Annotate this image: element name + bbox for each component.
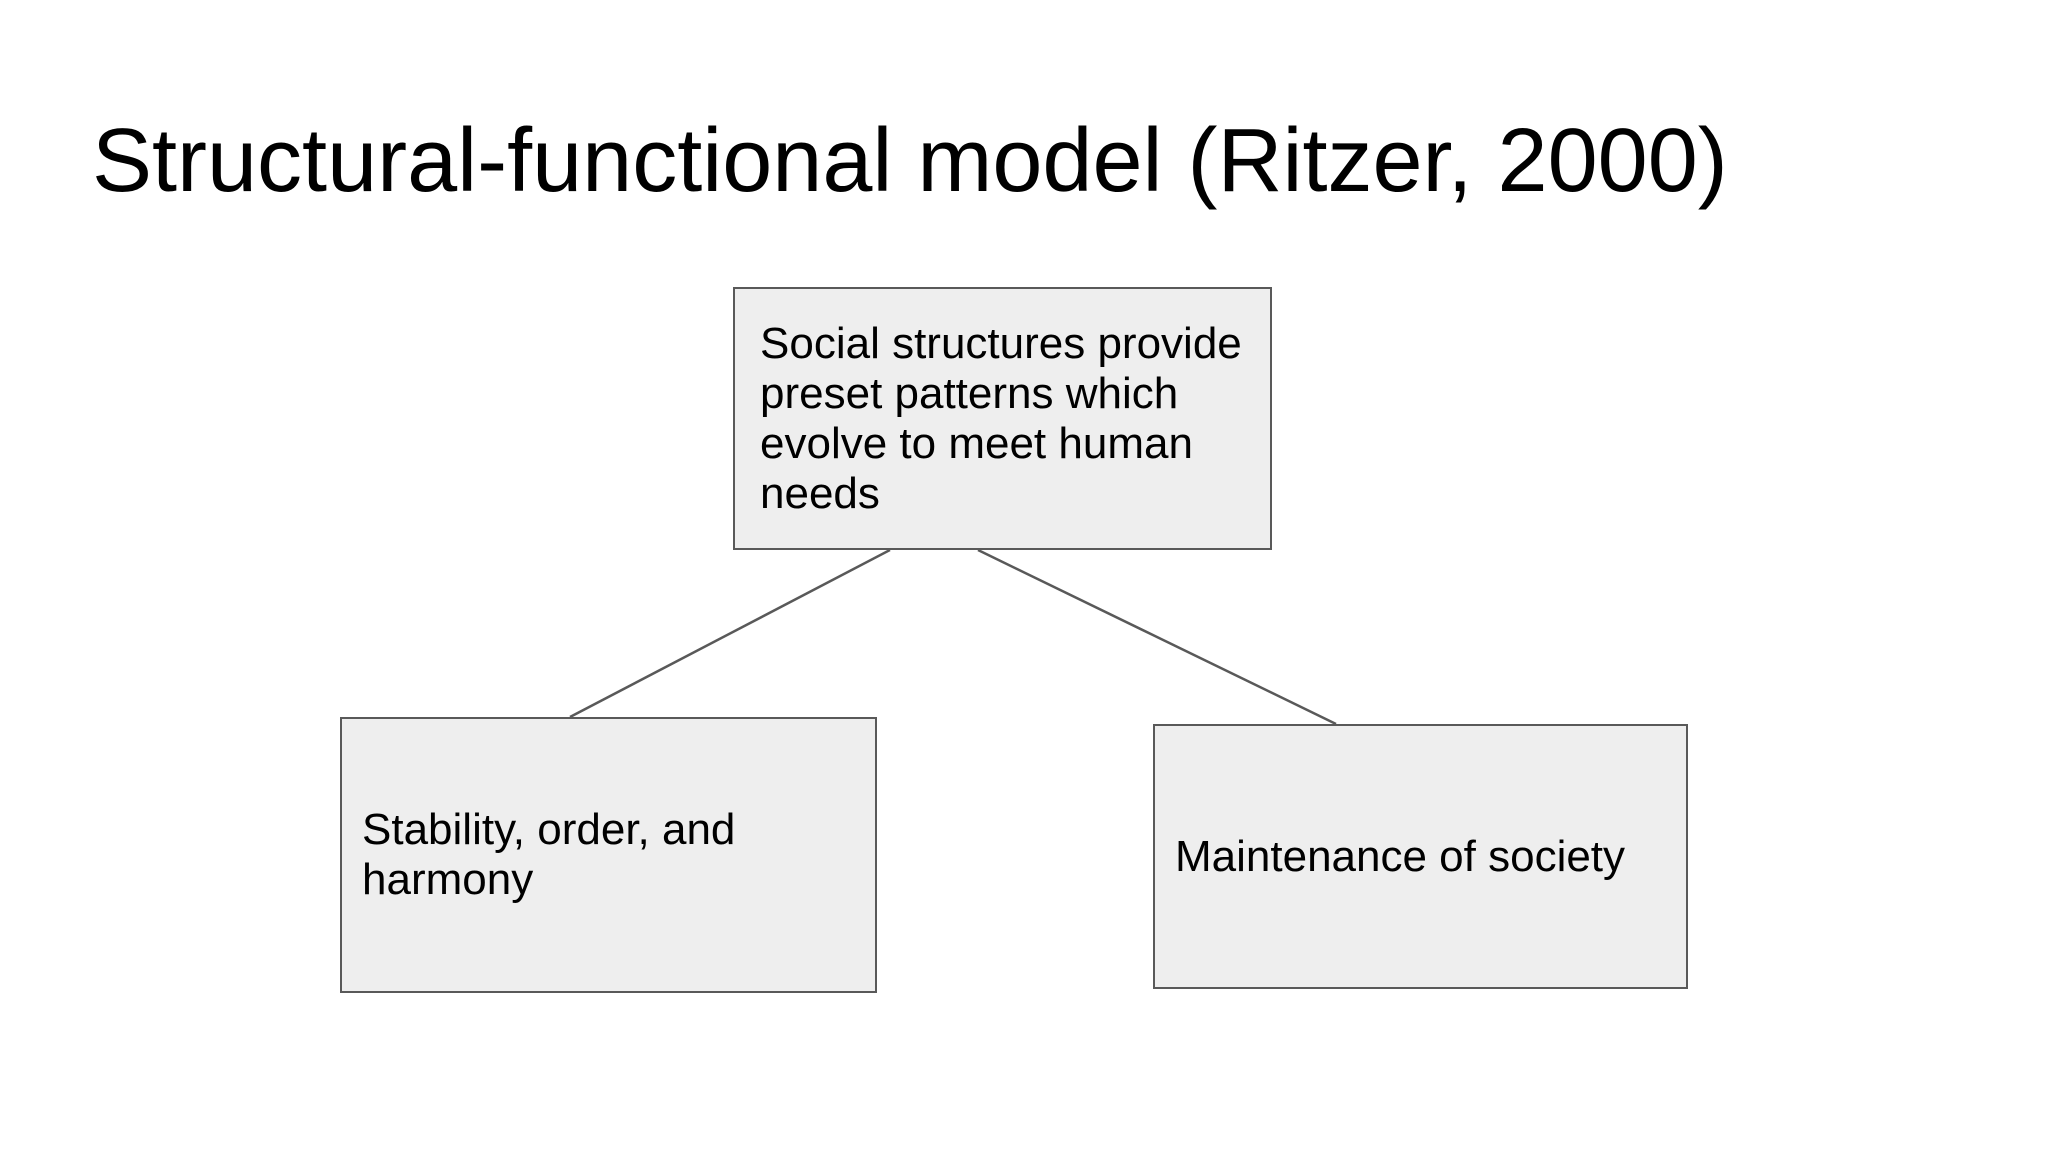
connector-root-to-left <box>569 548 891 719</box>
slide-title: Structural-functional model (Ritzer, 200… <box>92 111 1728 211</box>
diagram-box-stability-text: Stability, order, and harmony <box>362 805 736 904</box>
diagram-box-root-text: Social structures provide preset pattern… <box>760 318 1242 518</box>
connector-root-to-right <box>977 548 1337 726</box>
diagram-box-maintenance: Maintenance of society <box>1153 724 1688 989</box>
diagram-box-maintenance-text: Maintenance of society <box>1175 831 1626 881</box>
diagram-box-stability: Stability, order, and harmony <box>340 717 877 993</box>
diagram-box-root: Social structures provide preset pattern… <box>733 287 1272 550</box>
